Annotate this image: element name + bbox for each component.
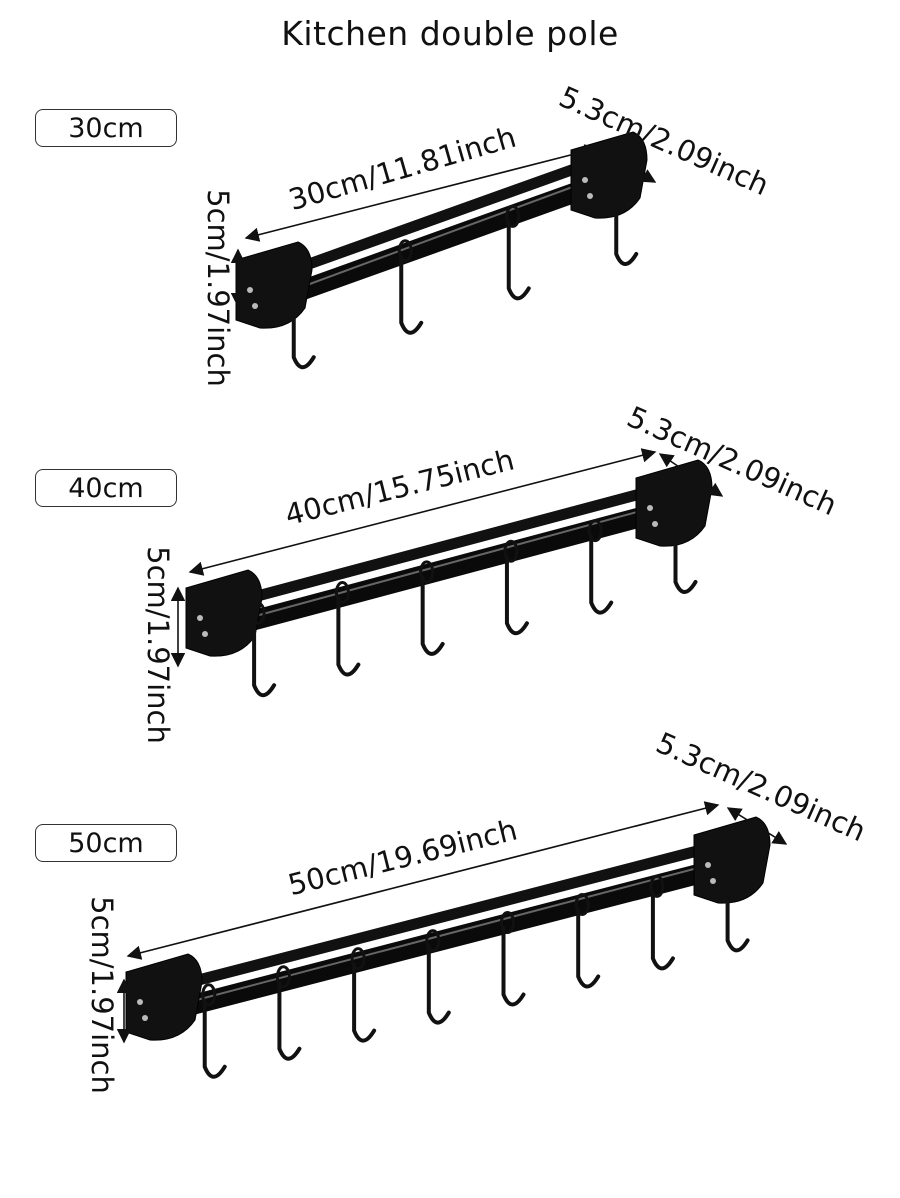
length-dimension-line: [126, 801, 720, 960]
hook: [576, 908, 601, 989]
hook: [725, 872, 750, 953]
hook: [277, 980, 302, 1061]
hook: [399, 254, 424, 335]
left-bracket: [125, 953, 203, 1041]
height-label: 5cm/1.97inch: [141, 546, 175, 744]
hook: [501, 926, 526, 1007]
hook: [202, 998, 227, 1079]
screw: [652, 521, 658, 527]
length-dimension-line: [244, 144, 600, 242]
height-label: 5cm/1.97inch: [201, 189, 235, 387]
hook-ring: [275, 965, 291, 989]
hook: [336, 596, 361, 677]
screw: [647, 505, 653, 511]
screw: [202, 631, 208, 637]
hook: [291, 289, 316, 370]
page-title: Kitchen double pole: [281, 14, 619, 53]
hook: [614, 186, 639, 266]
height-label: 5cm/1.97inch: [85, 896, 119, 1094]
size-badge-30cm: 30cm: [35, 109, 177, 147]
hook-ring: [724, 856, 740, 880]
screw: [137, 999, 143, 1005]
length-label: 50cm/19.69inch: [285, 812, 521, 902]
screw: [142, 1015, 148, 1021]
rod-highlight: [169, 859, 729, 1008]
screw: [710, 878, 716, 884]
hook: [352, 962, 377, 1043]
hook: [650, 890, 675, 971]
screw: [252, 303, 258, 309]
size-badge-40cm: 40cm: [35, 469, 177, 507]
screw: [705, 862, 711, 868]
hook: [504, 555, 529, 636]
depth-dimension-line: [726, 807, 788, 845]
front-rod: [155, 855, 743, 1022]
hook-ring: [201, 983, 217, 1007]
screw: [247, 287, 253, 293]
hook-ring: [672, 498, 687, 522]
hook-ring: [290, 273, 306, 297]
left-bracket: [235, 241, 313, 329]
hook: [673, 514, 698, 594]
screw: [197, 615, 203, 621]
hook: [506, 220, 531, 301]
hook: [420, 575, 445, 656]
length-dimension-line: [188, 448, 657, 576]
depth-dimension-line: [658, 453, 724, 497]
right-bracket: [693, 816, 771, 904]
hook: [252, 617, 277, 698]
screw: [587, 193, 593, 199]
rear-rod: [154, 837, 734, 996]
hook-ring: [334, 581, 350, 605]
hook: [426, 944, 451, 1025]
hook-ring: [250, 601, 266, 625]
hook: [589, 534, 614, 615]
depth-dimension-line: [598, 149, 657, 183]
screw: [582, 177, 588, 183]
left-bracket: [185, 569, 263, 657]
